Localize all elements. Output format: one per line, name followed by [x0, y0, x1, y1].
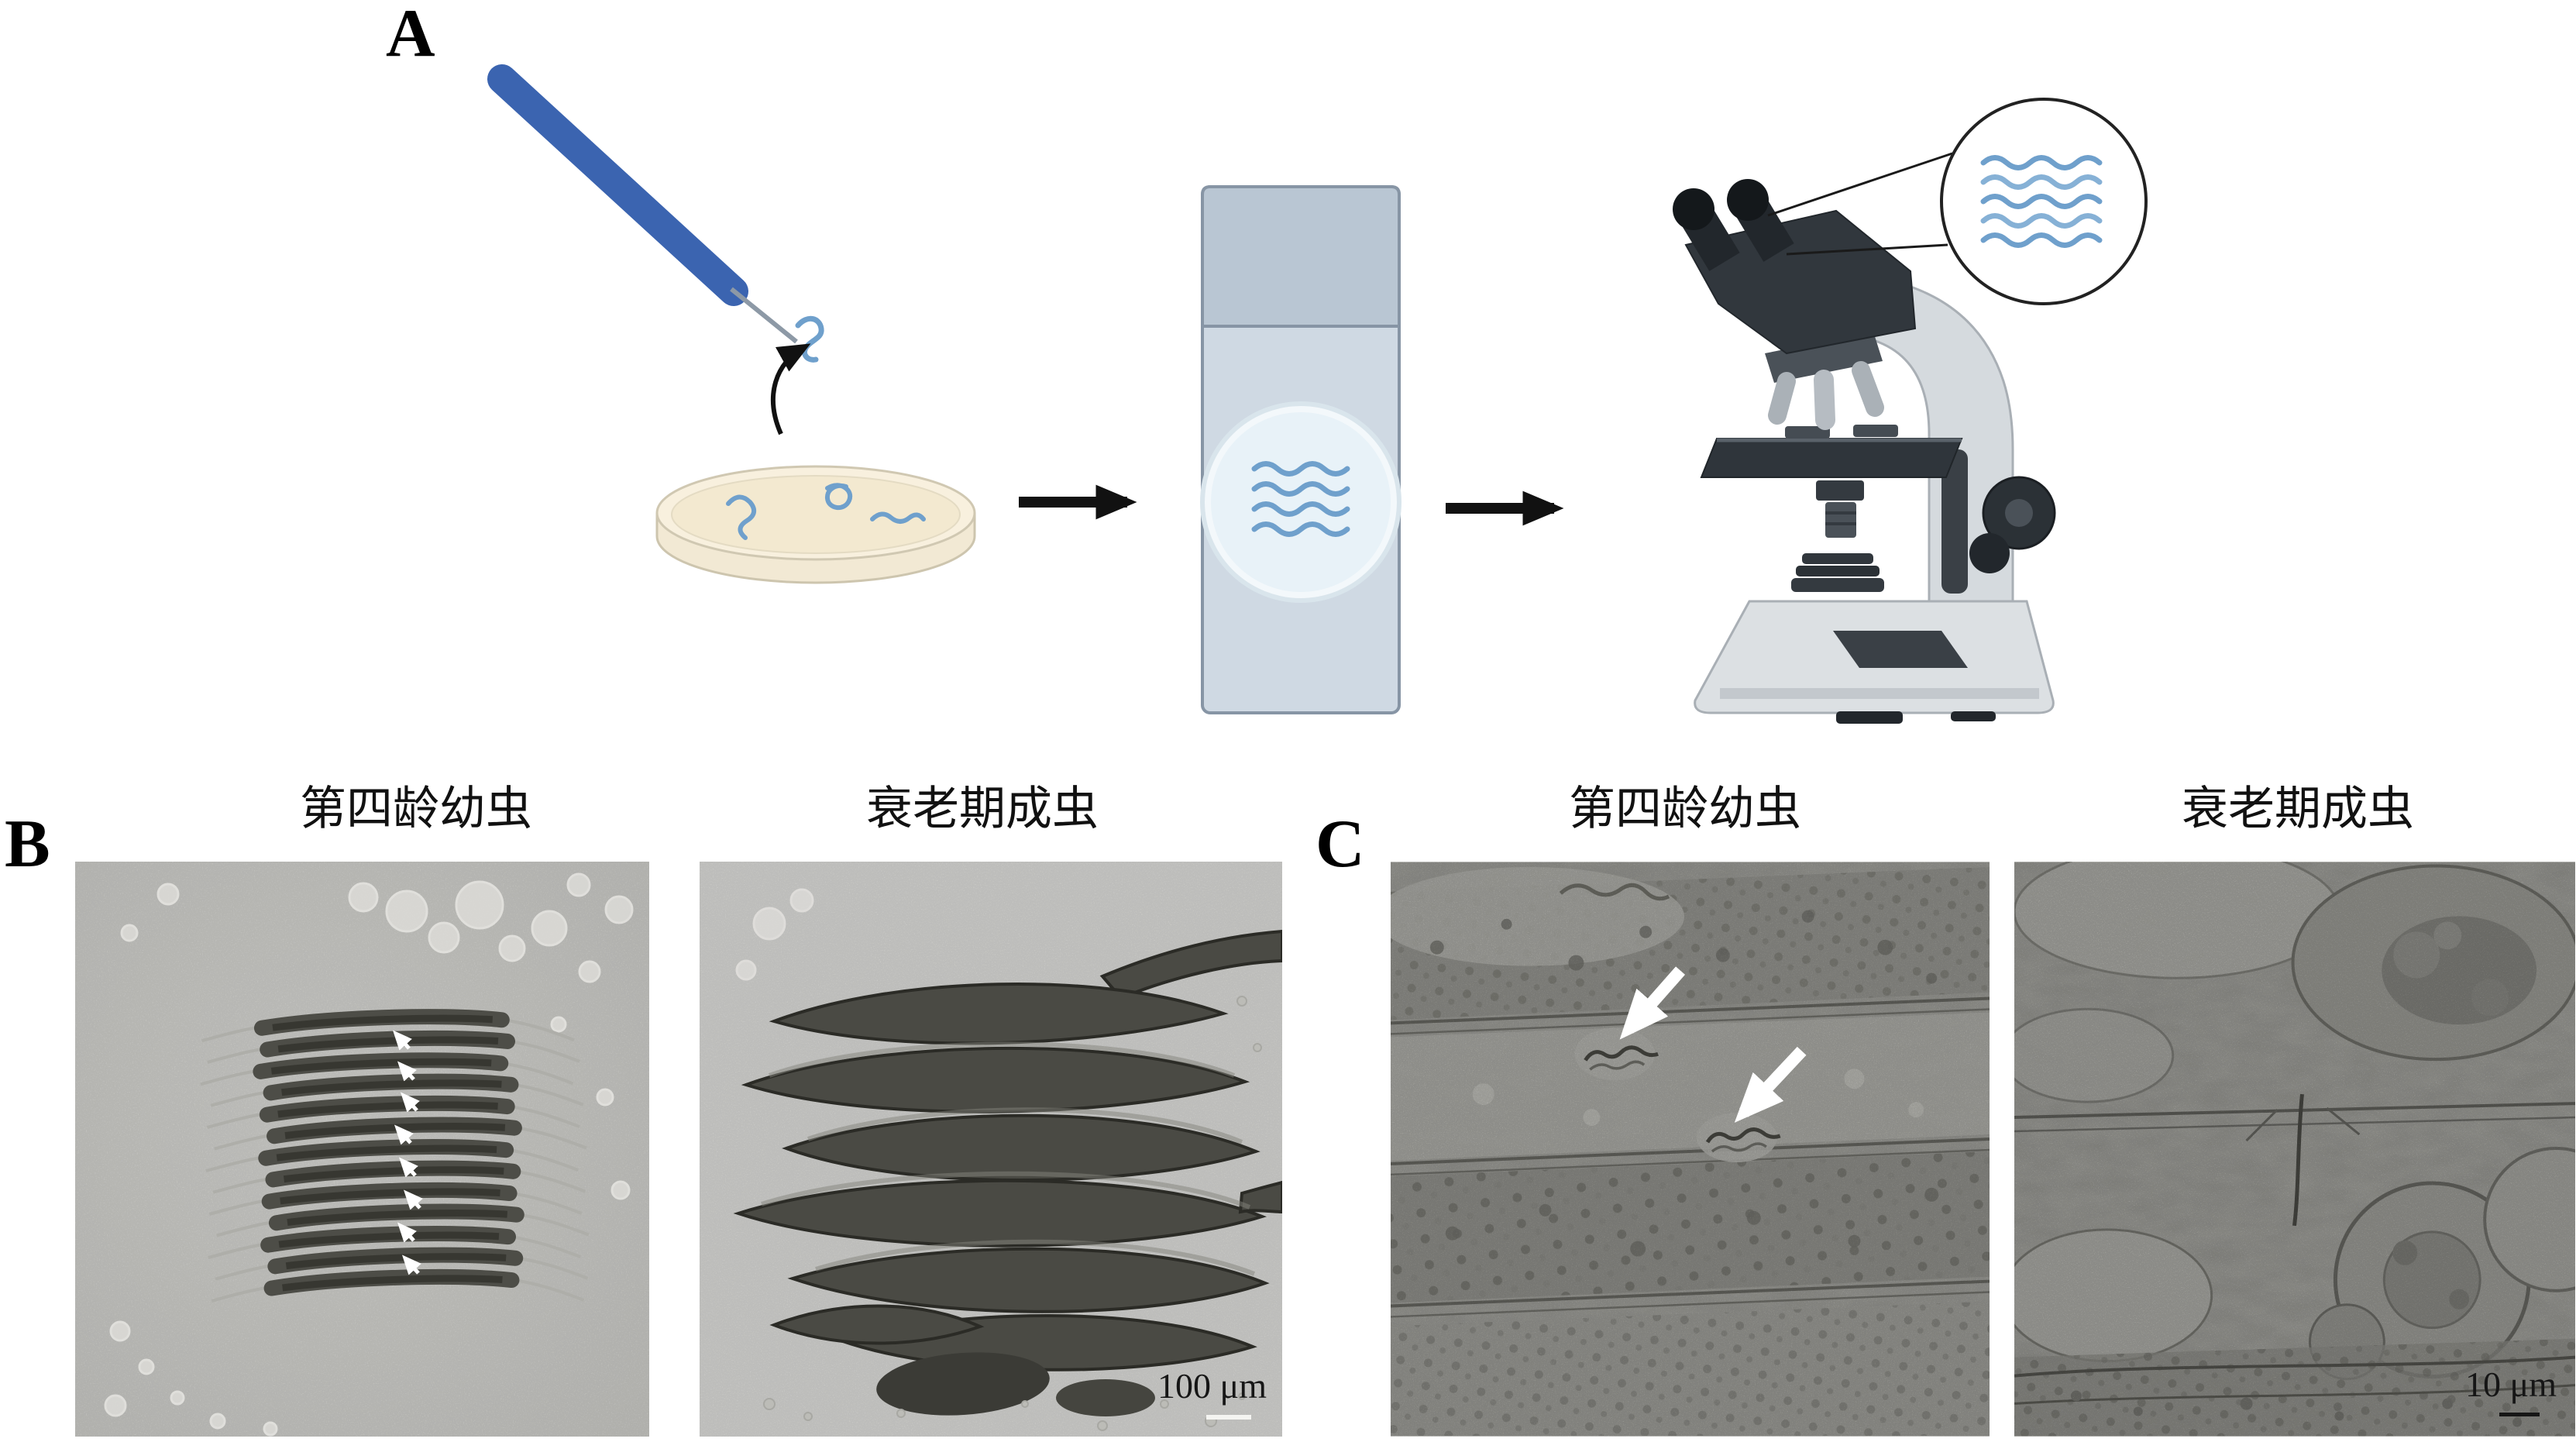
debris-dots [763, 996, 1262, 1431]
micrograph-b-l4-larvae [75, 862, 649, 1437]
micrograph-b-senescent-image [700, 862, 1282, 1437]
workflow-illustration [487, 64, 2148, 724]
column-title-b-right: 衰老期成虫 [866, 783, 1099, 835]
micrograph-c-l4-highmag [1391, 862, 1990, 1437]
petri-dish-icon [655, 465, 976, 584]
panel-a-label: A [386, 0, 435, 71]
micrograph-c-l4-image [1391, 862, 1990, 1437]
worm-icon [726, 494, 757, 540]
scale-bar [1206, 1415, 1251, 1420]
air-bubbles [735, 888, 814, 981]
column-title-c-right: 衰老期成虫 [2182, 783, 2414, 835]
scale-bar-label: 10 μm [2465, 1365, 2557, 1404]
air-bubbles [104, 872, 634, 1437]
transfer-arrow-icon [771, 343, 811, 435]
white-annotation-arrows [1619, 966, 1807, 1123]
magnified-worms-icon [1980, 155, 2103, 248]
worm-icon [825, 483, 853, 510]
magnified-worms-callout-icon [1767, 98, 2148, 305]
micrograph-c-senescent-image [2014, 862, 2575, 1437]
worms-on-slide-icon [1251, 461, 1350, 537]
microscope-icon [1673, 179, 2056, 724]
worm-pick-icon [487, 64, 798, 344]
scale-bar-label: 100 μm [1157, 1366, 1267, 1406]
micrograph-c-senescent-highmag: 10 μm [2014, 862, 2575, 1437]
column-title-b-left: 第四龄幼虫 [300, 783, 532, 835]
microscope-slide-icon [1200, 185, 1401, 714]
worm-icon [795, 315, 824, 363]
panel-b-label: B [5, 807, 50, 882]
micrograph-b-senescent-adults: 100 μm [700, 862, 1282, 1437]
worm-icon [870, 511, 926, 524]
column-title-c-left: 第四龄幼虫 [1569, 783, 1801, 835]
panel-c-label: C [1316, 807, 1365, 882]
white-annotation-arrows [392, 1030, 423, 1275]
scale-bar [2499, 1413, 2540, 1416]
micrograph-b-l4-image [75, 862, 649, 1437]
